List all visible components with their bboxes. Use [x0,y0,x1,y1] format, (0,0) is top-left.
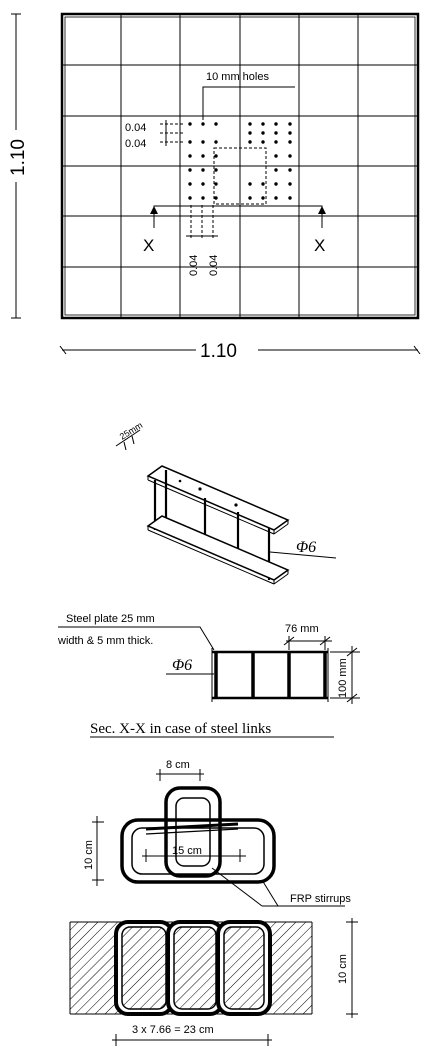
outer-stirrup [120,818,276,884]
frp-length-dimension [142,849,246,862]
hole-dot [188,182,192,186]
hole-dot [261,140,265,144]
elevation-bar-label: Φ6 [172,657,192,674]
hole-dot [201,154,205,158]
hole-dot [261,131,265,135]
steel-link-isometric: 25mm Φ6 [115,420,337,585]
hole-dot [288,140,292,144]
hole-dot [201,182,205,186]
hole-dot [288,168,292,172]
hole-dot [214,182,218,186]
hole-dot [214,196,218,200]
spacing-label-2: 0.04 [125,138,146,150]
section-mark-right: X [314,236,325,255]
spacing-markers-left [160,120,185,146]
hole-dot [188,154,192,158]
spacing-label-3: 0.04 [188,255,200,276]
hole-dot [188,122,192,126]
steel-link-elevation: Steel plate 25 mm width & 5 mm thick. Φ6… [57,613,360,738]
frp-height-dimension [92,816,104,886]
hole-dot [248,196,252,200]
holes-label: 10 mm holes [206,71,269,83]
column-outline-dashed [213,147,267,205]
frp-total-dimension [112,1034,272,1046]
plan-view: 10 mm holes 0.04 0.04 X X 0.04 0.04 [8,12,421,362]
hole-dot [288,196,292,200]
inner-stirrup [164,786,222,878]
hole-dot [274,168,278,172]
hole-dot [288,131,292,135]
bar-label: Φ6 [296,539,316,556]
hole-dot [248,182,252,186]
hole-dot [261,122,265,126]
hole-dot [248,140,252,144]
frp-stirrups-detail: 8 cm 15 cm 10 cm FRP stirrups [83,759,351,907]
hole-dot [214,140,218,144]
spacing-dimension [283,636,332,650]
hole-dot [274,131,278,135]
frp-width-dimension [156,769,204,781]
spacing-markers-bottom [186,205,218,240]
hole-dot [261,196,265,200]
hole-dot [288,122,292,126]
hole-dot [214,168,218,172]
wrapped-stirrups [114,920,272,1016]
frp-width-label: 8 cm [166,759,190,771]
hole-dot [214,122,218,126]
hole-dot [288,154,292,158]
hole-dot [201,140,205,144]
bar-leader [269,551,337,559]
height-dimension-elevation [330,646,360,704]
plate-note-leader [58,626,215,651]
plate-note-line1: Steel plate 25 mm [66,613,155,625]
hole-dot [274,154,278,158]
elevation-bars [214,652,327,698]
hole-dot [248,131,252,135]
hole-dot [274,182,278,186]
hole-dot [188,140,192,144]
frp-height-label: 10 cm [83,840,95,870]
hole-dot [188,196,192,200]
frp-total-label: 3 x 7.66 = 23 cm [132,1024,214,1036]
hole-dot [274,140,278,144]
elevation-height-label: 100 mm [337,658,349,698]
holes-leader [202,86,295,120]
section-line [150,205,326,228]
stirrups-leader-1 [211,867,263,907]
section-title: Sec. X-X in case of steel links [90,721,271,737]
spacing-label: 76 mm [285,623,319,635]
hole-dot [274,122,278,126]
hole-dot [261,182,265,186]
height-dimension [11,13,21,319]
hole-dot [288,182,292,186]
spacing-label-1: 0.04 [125,122,146,134]
hole-dot [274,196,278,200]
height-dim-label: 1.10 [8,139,29,176]
frp-depth-label: 10 cm [337,954,349,984]
width-dim-label: 1.10 [200,341,237,362]
hole-dot [214,154,218,158]
plate-width-label: 25mm [118,420,145,442]
plate-note-line2: width & 5 mm thick. [57,635,153,647]
stirrups-label: FRP stirrups [290,893,351,905]
hole-dot [188,168,192,172]
stirrups-leader-2 [261,879,279,907]
frp-length-label: 15 cm [172,845,202,857]
hole-dot [201,168,205,172]
hole-dot [201,196,205,200]
hole-dot [248,122,252,126]
frp-depth-dimension [346,918,358,1018]
section-mark-left: X [143,236,154,255]
plan-grid [62,14,418,318]
holes-group [188,122,292,200]
width-dimension [59,345,421,355]
spacing-label-4: 0.04 [208,255,220,276]
frp-section: 10 cm 3 x 7.66 = 23 cm [69,918,358,1046]
plate-width-dimension [115,429,141,451]
hole-dot [201,122,205,126]
